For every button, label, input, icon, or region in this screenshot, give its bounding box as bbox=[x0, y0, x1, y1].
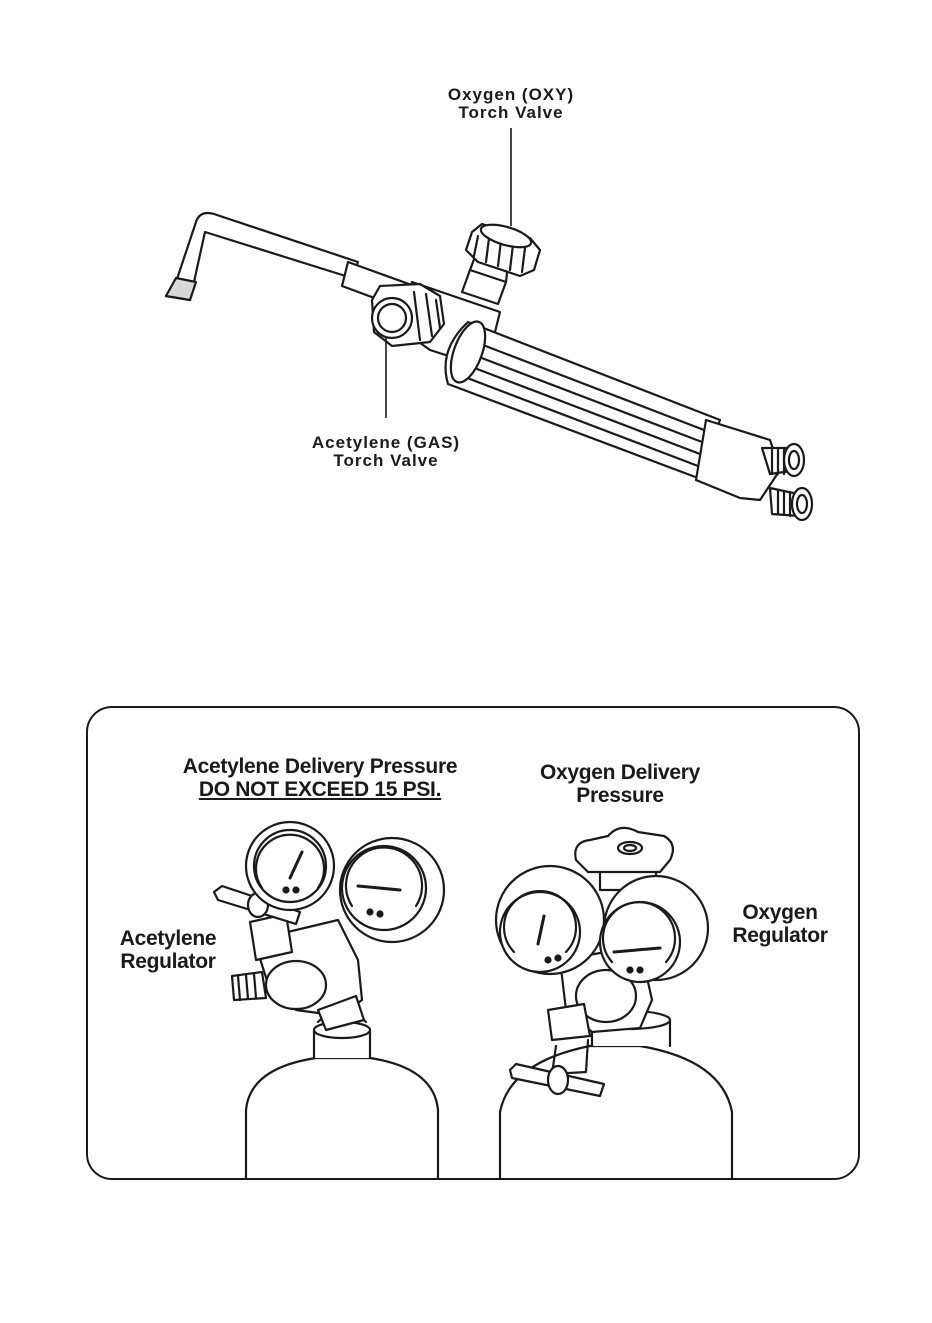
oxygen-regulator-label: Oxygen Regulator bbox=[712, 902, 848, 947]
acetylene-delivery-pressure-label: Acetylene Delivery Pressure DO NOT EXCEE… bbox=[140, 756, 500, 801]
oxygen-cylinder bbox=[500, 1046, 732, 1178]
acetylene-cylinder bbox=[246, 1058, 438, 1178]
psi-warning: DO NOT EXCEED 15 PSI. bbox=[140, 779, 500, 802]
oxygen-delivery-pressure-label: Oxygen Delivery Pressure bbox=[510, 762, 730, 807]
acetylene-regulator-label: Acetylene Regulator bbox=[98, 928, 238, 973]
